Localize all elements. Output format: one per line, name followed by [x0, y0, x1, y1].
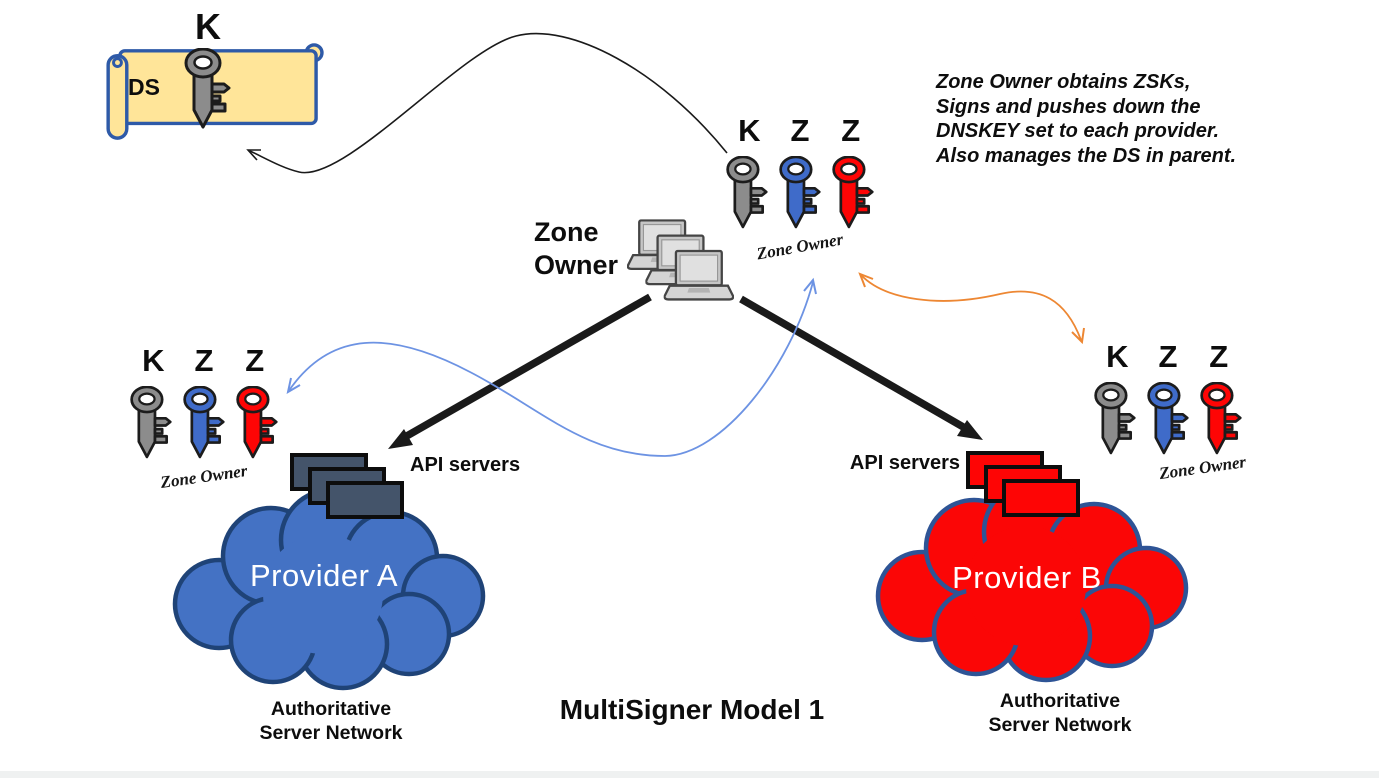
- arrow-zsk-a-head-left: [286, 377, 301, 395]
- provider-a-key-set: K Z Z Zone Owner: [128, 344, 280, 492]
- arrow-push-provider-a: [403, 293, 652, 441]
- network-label-line2: Server Network: [988, 714, 1132, 736]
- key-letter-k: K: [738, 113, 761, 148]
- zsk-blue-key-icon: [1145, 382, 1190, 461]
- key-letter-z2: Z: [1209, 339, 1229, 374]
- arrow-zsk-a-head-right: [803, 277, 817, 295]
- network-label-line2: Server Network: [259, 722, 403, 744]
- note-line: Signs and pushes down the: [936, 95, 1201, 118]
- key-letter-z2: Z: [841, 113, 861, 148]
- provider-b-label: Provider B: [952, 560, 1102, 595]
- arrow-zsk-exchange-provider-a: [287, 281, 814, 457]
- key-letter-z1: Z: [194, 343, 214, 378]
- arrow-push-provider-b-head: [957, 420, 983, 440]
- zsk-red-key-icon: [1198, 382, 1243, 461]
- ksk-key-icon: [128, 386, 173, 465]
- arrow-zsk-exchange-provider-b: [860, 274, 1082, 341]
- zone-owner-computers-icon: [627, 219, 734, 301]
- network-label-line1: Authoritative: [270, 698, 392, 720]
- provider-b-network-label: Authoritative Server Network: [960, 689, 1160, 737]
- zone-owner-key-set: K Z Z Zone Owner: [724, 114, 876, 263]
- provider-a-api-label: API servers: [410, 454, 521, 476]
- arrow-zsk-b-head-left: [858, 272, 874, 288]
- key-icon-row: [1092, 382, 1244, 461]
- provider-a-api-servers-icon: [290, 453, 404, 519]
- key-letter-row: K Z Z: [128, 344, 280, 380]
- key-icon-row: [128, 386, 280, 465]
- zsk-blue-key-icon: [181, 386, 226, 465]
- key-letter-z1: Z: [1158, 339, 1178, 374]
- zone-owner-label-line2: Owner: [534, 250, 619, 280]
- note-line: Zone Owner obtains ZSKs,: [936, 71, 1191, 93]
- parent-ksk-letter: K: [195, 6, 221, 47]
- annotation-note: Zone Owner obtains ZSKs, Signs and pushe…: [936, 70, 1248, 168]
- scroll-roll-hook: [112, 57, 123, 68]
- key-letter-k: K: [142, 343, 165, 378]
- key-icon-row: [724, 156, 876, 235]
- bottom-strip: [0, 771, 1379, 778]
- arrow-zsk-b-head-right: [1071, 327, 1085, 345]
- zone-owner-label-line1: Zone: [534, 217, 599, 247]
- network-label-line1: Authoritative: [999, 690, 1121, 712]
- zone-owner-label: Zone Owner: [534, 216, 618, 282]
- key-letter-z2: Z: [245, 343, 265, 378]
- key-letter-row: K Z Z: [724, 114, 876, 150]
- key-letter-row: K Z Z: [1092, 340, 1244, 376]
- zsk-red-key-icon: [234, 386, 279, 465]
- note-line: DNSKEY set to each provider.: [936, 120, 1220, 142]
- provider-a-label: Provider A: [249, 558, 398, 593]
- provider-b-api-label: API servers: [849, 452, 960, 474]
- ksk-key-icon: [1092, 382, 1137, 461]
- provider-b-key-set: K Z Z Zone Owner: [1092, 340, 1247, 483]
- provider-b-api-servers-icon: [966, 451, 1080, 517]
- zsk-blue-key-icon: [777, 156, 822, 235]
- provider-a-network-label: Authoritative Server Network: [231, 697, 431, 745]
- arrow-manage-ds-head: [246, 149, 261, 161]
- parent-ksk-key-icon: [182, 48, 232, 136]
- note-line: Also manages the DS in parent.: [936, 144, 1237, 167]
- ksk-key-icon: [724, 156, 769, 235]
- arrow-push-provider-b: [739, 295, 967, 432]
- arrow-push-provider-a-head: [388, 429, 413, 449]
- zsk-red-key-icon: [830, 156, 875, 235]
- key-letter-z1: Z: [790, 113, 810, 148]
- diagram-title: MultiSigner Model 1: [559, 694, 825, 725]
- ds-record-label: DS: [128, 74, 160, 100]
- key-letter-k: K: [1106, 339, 1129, 374]
- scroll-roll: [106, 54, 129, 140]
